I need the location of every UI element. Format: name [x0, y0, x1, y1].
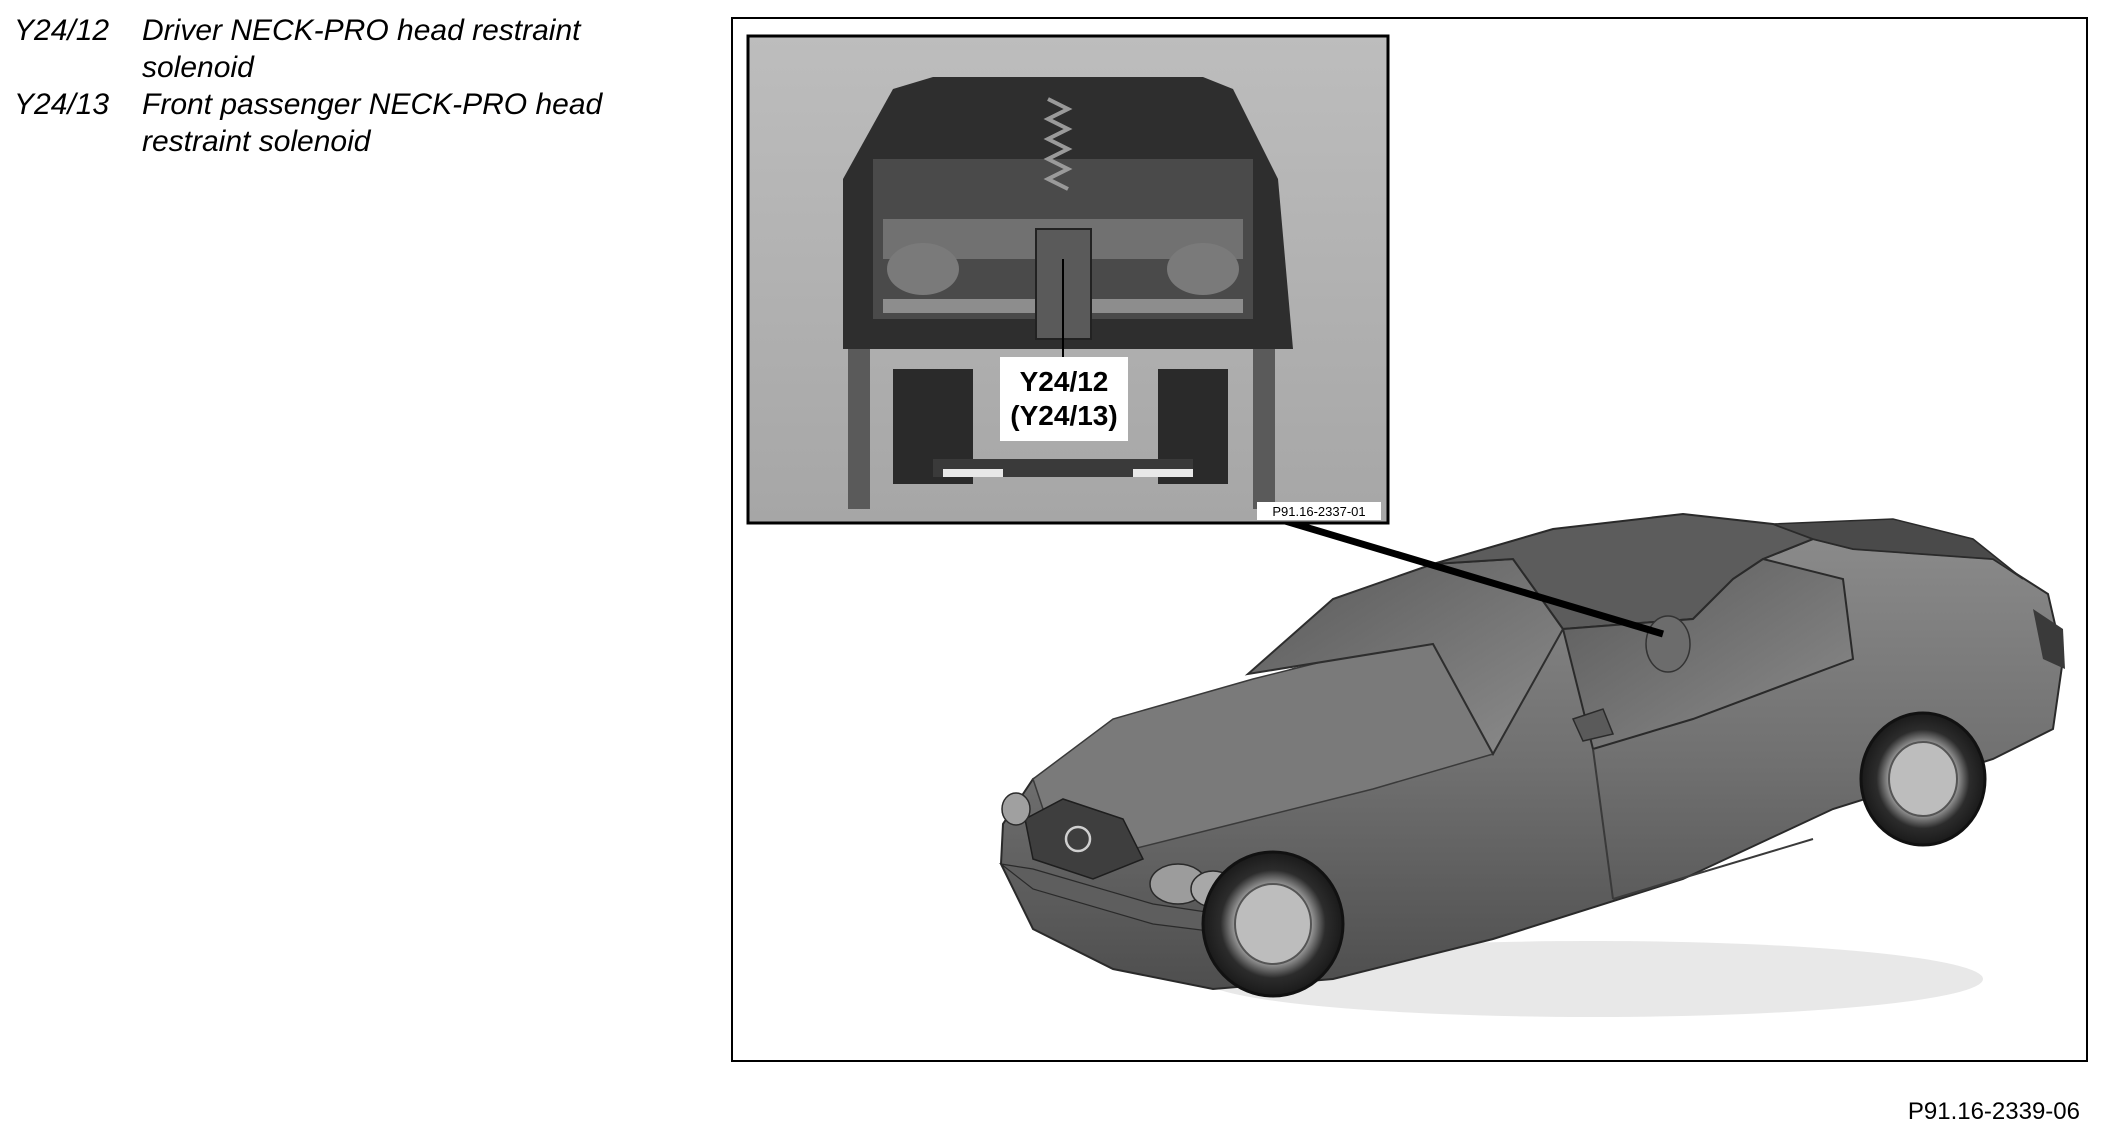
inset-photo: Y24/12 (Y24/13) P91.16-2337-01 — [746, 34, 1390, 525]
inset-callout-label: (Y24/13) — [1010, 400, 1117, 431]
car-illustration — [998, 512, 2065, 1017]
legend-item: Y24/13 Front passenger NECK-PRO head res… — [14, 86, 674, 160]
figure-frame: Y24/12 (Y24/13) P91.16-2337-01 — [731, 17, 2088, 1062]
legend: Y24/12 Driver NECK-PRO head restraint so… — [14, 12, 674, 160]
inset-ref-code: P91.16-2337-01 — [1272, 504, 1365, 519]
inset-callout-label: Y24/12 — [1020, 366, 1109, 397]
legend-code: Y24/13 — [14, 88, 110, 121]
legend-description: Driver NECK-PRO head restraint solenoid — [142, 14, 581, 84]
legend-item: Y24/12 Driver NECK-PRO head restraint so… — [14, 12, 674, 86]
figure-illustration: Y24/12 (Y24/13) P91.16-2337-01 — [746, 34, 2065, 1017]
legend-description: Front passenger NECK-PRO head restraint … — [142, 88, 603, 158]
figure-ref-code: P91.16-2339-06 — [1907, 1098, 2080, 1125]
legend-code: Y24/12 — [14, 14, 110, 47]
